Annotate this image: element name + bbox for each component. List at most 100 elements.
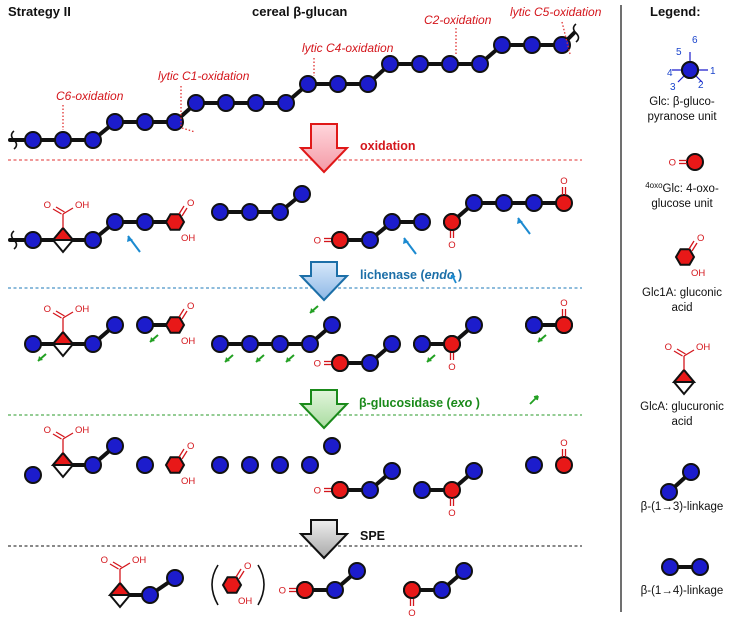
glucose-unit (54, 131, 72, 149)
glucose-unit (681, 61, 699, 79)
glucose-unit (217, 94, 235, 112)
hydroxyl-label: OH (75, 425, 89, 436)
c1-oxidation-label: lytic C1-oxidation (158, 69, 250, 83)
carbonyl-bond (181, 207, 188, 217)
glucose-unit (24, 335, 42, 353)
carboxyl-bond (52, 433, 62, 440)
oxygen-label: O (669, 158, 676, 169)
carboxyl-bond (52, 208, 62, 215)
lichenase-label: lichenase (endo ) (360, 268, 462, 282)
svg-text:4: 4 (667, 68, 673, 79)
oxygen-label: O (44, 200, 51, 211)
carboxyl-bond (55, 206, 65, 213)
glucose-unit (271, 335, 289, 353)
oxygen-label: O (314, 486, 321, 497)
oxo-glucose-unit (555, 456, 573, 474)
svg-text:2: 2 (698, 80, 704, 91)
glucose-unit (359, 75, 377, 93)
c5-oxidation-label: lytic C5-oxidation (510, 5, 602, 19)
hydroxyl-label: OH (132, 555, 146, 566)
carboxyl-bond (52, 312, 62, 319)
glucose-unit (136, 213, 154, 231)
lichenase-arrowhead (517, 218, 523, 224)
oxo-glucose-unit (555, 316, 573, 334)
glucose-unit (323, 437, 341, 455)
glucose-unit (277, 94, 295, 112)
glucose-unit (495, 194, 513, 212)
glucose-unit (211, 203, 229, 221)
glucose-unit (166, 113, 184, 131)
glucose-unit (465, 194, 483, 212)
hydroxyl-label: OH (75, 304, 89, 315)
bracket-left-icon (211, 564, 219, 606)
gluconic-acid-ring (164, 213, 186, 231)
carboxyl-bond (62, 311, 74, 319)
carbonyl-bond (178, 448, 185, 458)
glucosidase-arrowhead (225, 357, 230, 362)
glucose-unit (24, 231, 42, 249)
glucose-unit (383, 213, 401, 231)
glucose-unit (24, 131, 42, 149)
carboxyl-bond (119, 562, 131, 570)
svg-text:acid: acid (671, 302, 692, 314)
gluconic-acid-ring (164, 456, 186, 474)
carboxyl-bond (62, 432, 74, 440)
oxo-glucose-unit (331, 354, 349, 372)
gluconic-acid-ring (221, 576, 243, 594)
glucose-unit (84, 231, 102, 249)
oxygen-label: O (44, 425, 51, 436)
oxygen-label: O (279, 586, 286, 597)
carbonyl-bond (688, 240, 695, 250)
oxygen-label: O (408, 608, 415, 619)
carbonyl-bond (235, 568, 242, 578)
glucosidase-arrowhead (310, 308, 315, 313)
glucose-unit (136, 316, 154, 334)
c2-oxidation-label: C2-oxidation (424, 13, 492, 27)
glucose-unit (523, 36, 541, 54)
glucose-unit (293, 185, 311, 203)
glucose-unit (84, 131, 102, 149)
oxygen-label: O (665, 342, 672, 353)
spe-label: SPE (360, 529, 385, 543)
glucosidase-arrowhead (427, 357, 432, 362)
glucose-unit (247, 94, 265, 112)
carboxyl-bond (683, 349, 695, 357)
c6-oxidation-label: C6-oxidation (56, 89, 124, 103)
hydroxyl-label: OH (181, 233, 195, 244)
glucose-unit (383, 335, 401, 353)
glucosidase-arrowhead (150, 337, 155, 342)
glucose-unit (106, 437, 124, 455)
oxygen-label: O (187, 441, 194, 452)
glucose-unit (326, 581, 344, 599)
oxo-glucose-unit (555, 194, 573, 212)
glucose-unit (381, 55, 399, 73)
legend-glc1a-label: Glc1A: gluconic acid (642, 287, 722, 314)
glucuronic-acid-top (107, 581, 133, 596)
oxo-glucose-unit (403, 581, 421, 599)
glucose-unit (136, 456, 154, 474)
glucose-unit (166, 569, 184, 587)
glucuronic-acid-top (50, 451, 76, 466)
glucose-unit (413, 213, 431, 231)
glucose-unit (84, 456, 102, 474)
glucuronic-acid-top (50, 226, 76, 241)
hydroxyl-label: OH (75, 200, 89, 211)
oxo-glucose-unit (686, 153, 704, 171)
gluconic-acid-ring (674, 248, 696, 266)
glucose-unit (661, 558, 679, 576)
glucose-unit (106, 316, 124, 334)
svg-text:Glc: β-gluco-: Glc: β-gluco- (649, 96, 715, 108)
carbonyl-bond (238, 570, 245, 580)
oxo-glucose-unit (331, 481, 349, 499)
oxygen-label: O (448, 240, 455, 251)
svg-text:acid: acid (671, 416, 692, 428)
glucose-unit (299, 75, 317, 93)
glucosidase-arrowhead (256, 357, 261, 362)
carbonyl-bond (178, 205, 185, 215)
svg-text:Glc1A: gluconic: Glc1A: gluconic (642, 287, 722, 299)
glucose-unit (211, 456, 229, 474)
glucose-unit (691, 558, 709, 576)
glucose-unit (493, 36, 511, 54)
